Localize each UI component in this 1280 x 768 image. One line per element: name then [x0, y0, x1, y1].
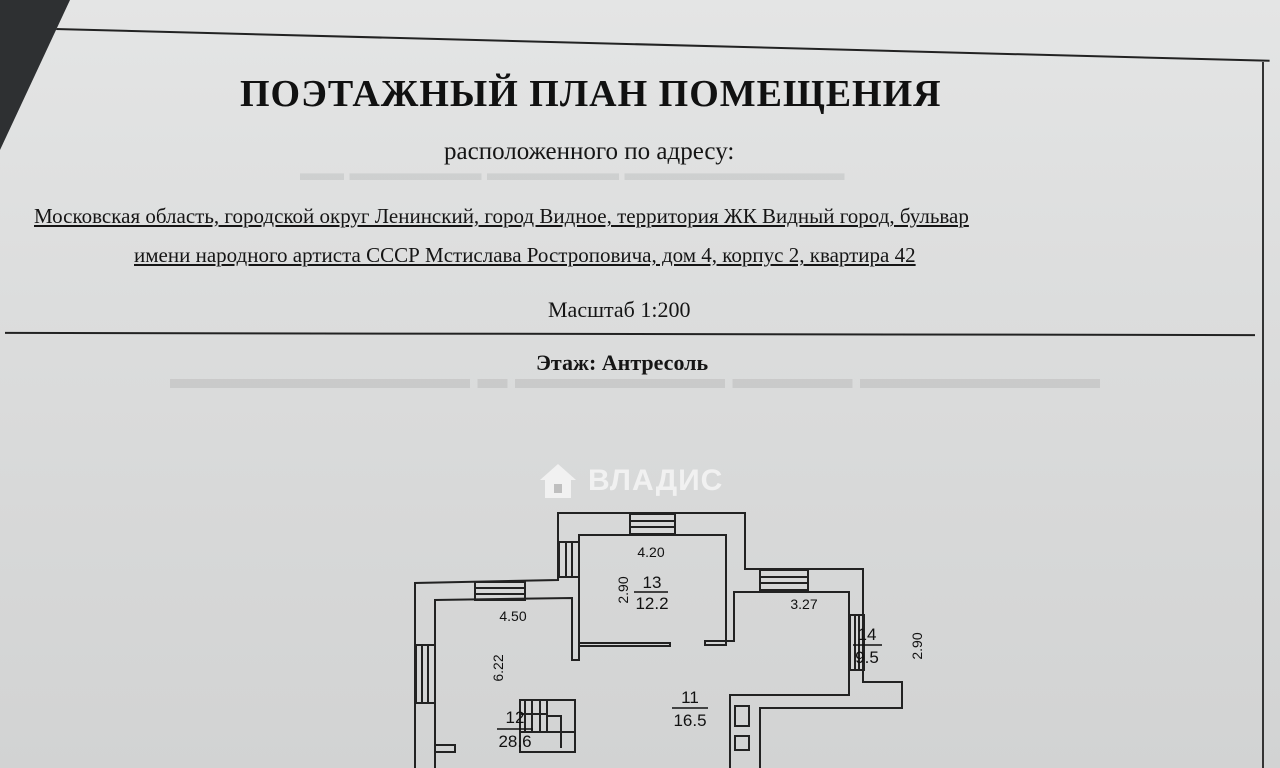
window — [759, 569, 809, 591]
address-line-2: имени народного артиста СССР Мстислава Р… — [134, 243, 916, 267]
inner-wall — [579, 642, 671, 647]
window — [558, 541, 580, 578]
fixture — [734, 735, 750, 751]
fixture — [734, 705, 750, 727]
inner-wall — [435, 744, 456, 753]
staircase — [519, 699, 576, 753]
room-11-area: 16.5 — [673, 711, 706, 730]
room-13-area: 12.2 — [635, 594, 668, 613]
watermark-text: ВЛАДИС — [588, 464, 724, 497]
room-14-area: 9.5 — [855, 648, 879, 667]
room-14-number: 14 — [858, 625, 877, 644]
scale-label: Масштаб 1:200 — [548, 297, 691, 322]
document-subtitle: расположенного по адресу: — [444, 138, 735, 165]
room-12-depth: 6.22 — [490, 654, 506, 681]
room-12-area: 28.6 — [498, 732, 531, 751]
room-12-number: 12 — [506, 708, 525, 727]
room-13-number: 13 — [643, 573, 662, 592]
room-13-width: 4.20 — [637, 544, 664, 560]
window — [474, 581, 526, 601]
floor-label: Этаж: Антресоль — [536, 350, 709, 375]
frame-line — [1262, 62, 1264, 768]
document-title: ПОЭТАЖНЫЙ ПЛАН ПОМЕЩЕНИЯ — [240, 73, 942, 115]
room-13-depth: 2.90 — [615, 576, 631, 603]
window — [415, 644, 436, 704]
window — [849, 614, 865, 671]
room-11-number: 11 — [681, 688, 699, 707]
room-14-width: 3.27 — [790, 596, 817, 612]
watermark: ВЛАДИС — [538, 462, 723, 500]
window — [629, 513, 676, 535]
show-through-text: ▬▬ ▬▬▬▬▬▬ ▬▬▬▬▬▬ ▬▬▬▬▬▬▬▬▬▬ — [300, 160, 845, 185]
room-12-width: 4.50 — [499, 608, 526, 624]
address-line-1: Московская область, городской округ Лени… — [34, 204, 969, 228]
show-through-text: ▬▬▬▬▬▬▬▬▬▬ ▬ ▬▬▬▬▬▬▬ ▬▬▬▬ ▬▬▬▬▬▬▬▬ — [170, 362, 1100, 395]
room-14-depth: 2.90 — [909, 632, 925, 659]
house-icon — [540, 464, 576, 498]
